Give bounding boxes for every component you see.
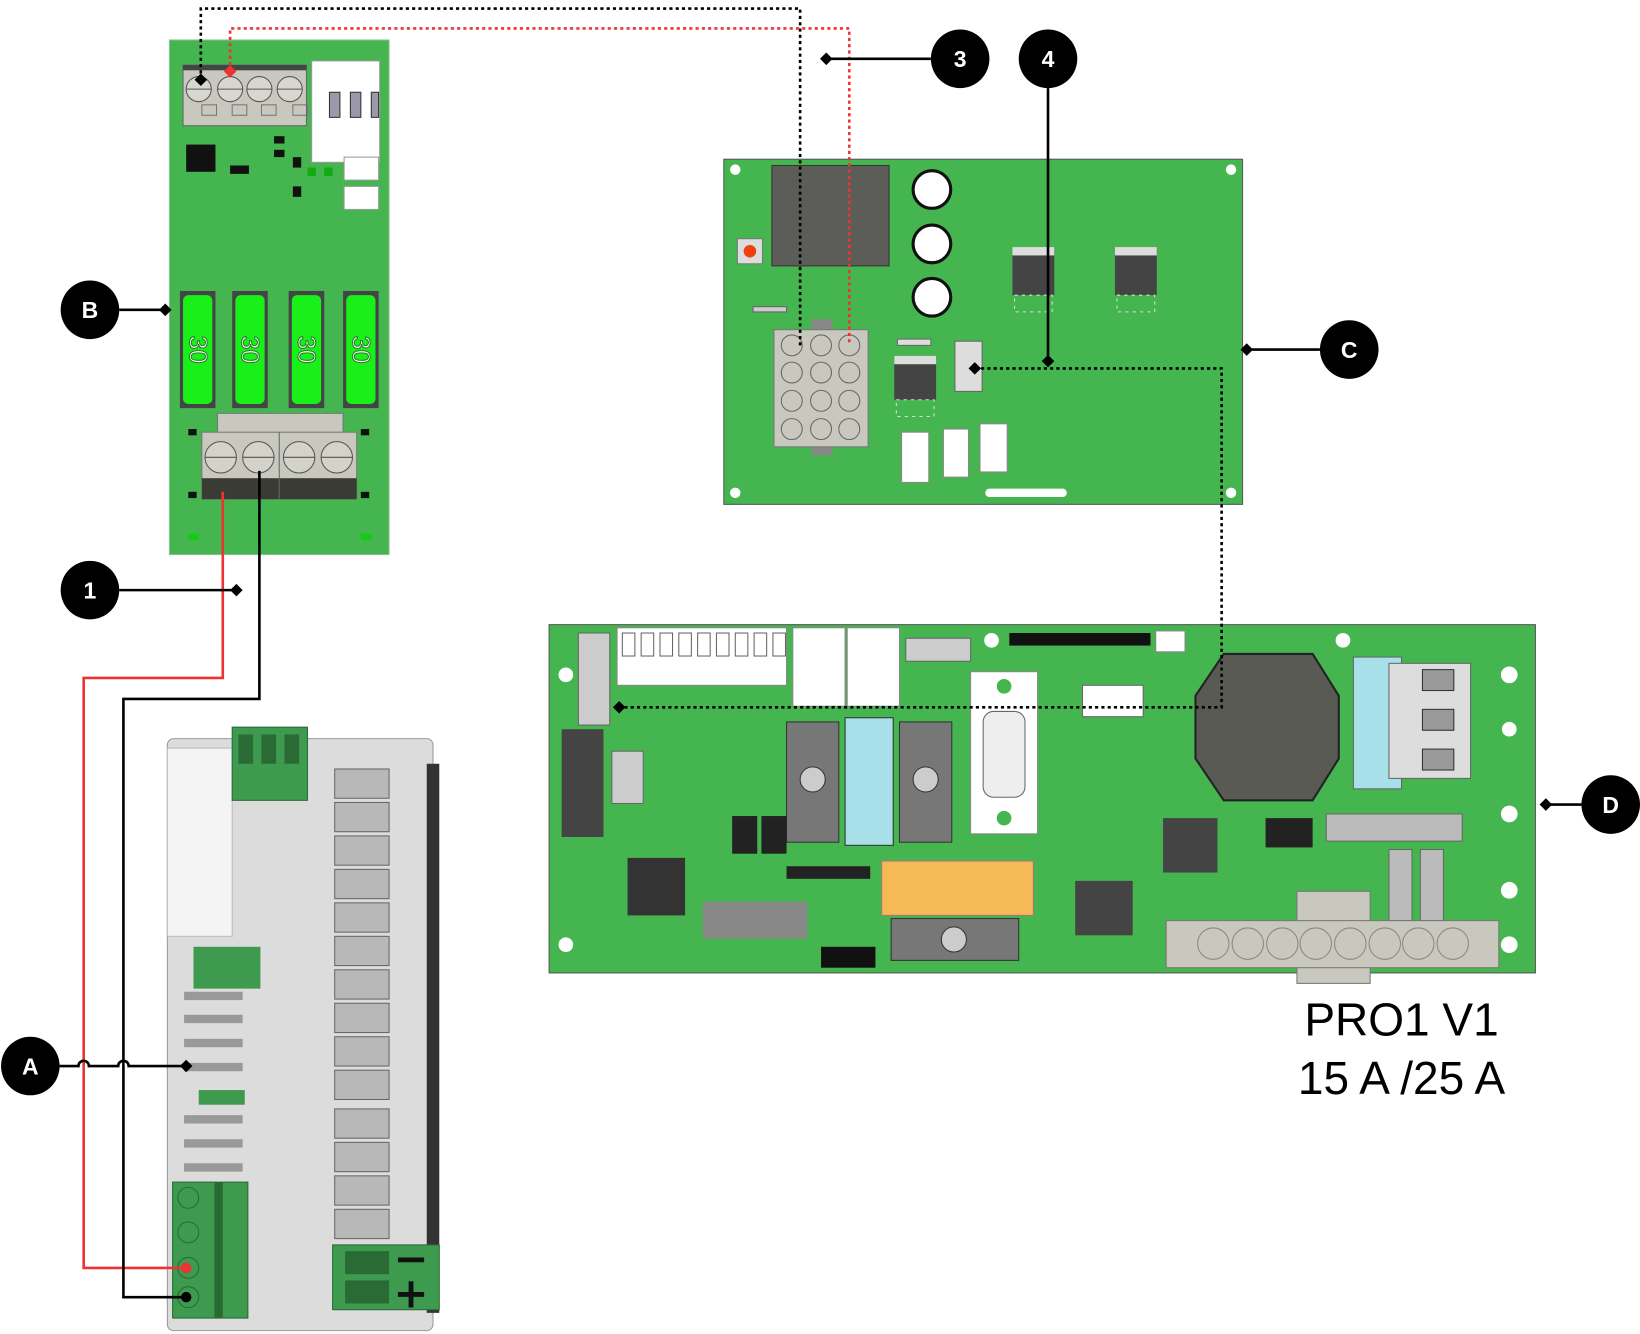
bottom-connector xyxy=(1165,890,1500,984)
power-input-terminal xyxy=(172,1181,249,1319)
fuse-rating: 30 xyxy=(292,336,320,364)
plus-label: + xyxy=(394,1269,429,1318)
inductor xyxy=(1194,652,1340,802)
minus-label: − xyxy=(394,1234,429,1283)
callout-label: C xyxy=(1341,337,1358,363)
regulator xyxy=(894,355,937,418)
fuse-rating: 30 xyxy=(236,336,264,364)
callout-label: B xyxy=(82,297,99,323)
model-name: PRO1 V1 xyxy=(1304,994,1498,1046)
callout-a: A xyxy=(1,1036,193,1096)
callout-3: 3 xyxy=(820,29,990,89)
white-connector xyxy=(311,60,381,163)
callout-label: 1 xyxy=(84,577,97,603)
model-rating: 15 A /25 A xyxy=(1298,1052,1506,1104)
wire-3-black-dotted xyxy=(199,7,802,346)
board-b: 30 30 30 30 xyxy=(168,39,390,556)
callout-b: B xyxy=(60,280,172,340)
callout-label: A xyxy=(22,1053,39,1079)
db9-connector xyxy=(970,671,1039,835)
board-c xyxy=(723,158,1244,505)
callout-label: 3 xyxy=(954,46,967,72)
fuse-rating: 30 xyxy=(183,336,211,364)
fuse-rating: 30 xyxy=(346,336,374,364)
callout-4: 4 xyxy=(1018,29,1078,368)
callout-d: D xyxy=(1539,775,1640,834)
callout-c: C xyxy=(1240,320,1379,379)
wire-4-dotted xyxy=(619,367,1223,709)
fuse-2: 30 xyxy=(232,290,268,409)
callout-1: 1 xyxy=(60,560,243,620)
wire-3-red-dotted xyxy=(228,27,851,346)
connector-grid xyxy=(773,319,869,456)
fuse-1: 30 xyxy=(179,290,216,409)
wires xyxy=(82,7,1223,1303)
wire-1-black xyxy=(122,470,261,1299)
top-terminal-block xyxy=(182,64,309,127)
callout-label: D xyxy=(1602,792,1619,818)
reset-button xyxy=(736,238,763,265)
bottom-terminal-block xyxy=(201,412,358,500)
terminal-module-a: − + xyxy=(166,726,440,1332)
fuse-3: 30 xyxy=(288,290,325,409)
power-output-terminal: − + xyxy=(332,1234,440,1318)
regulator xyxy=(1114,247,1157,313)
fuse-4: 30 xyxy=(343,290,379,409)
wire-1-red xyxy=(82,491,225,1270)
board-d xyxy=(548,624,1536,984)
callout-label: 4 xyxy=(1042,46,1055,72)
